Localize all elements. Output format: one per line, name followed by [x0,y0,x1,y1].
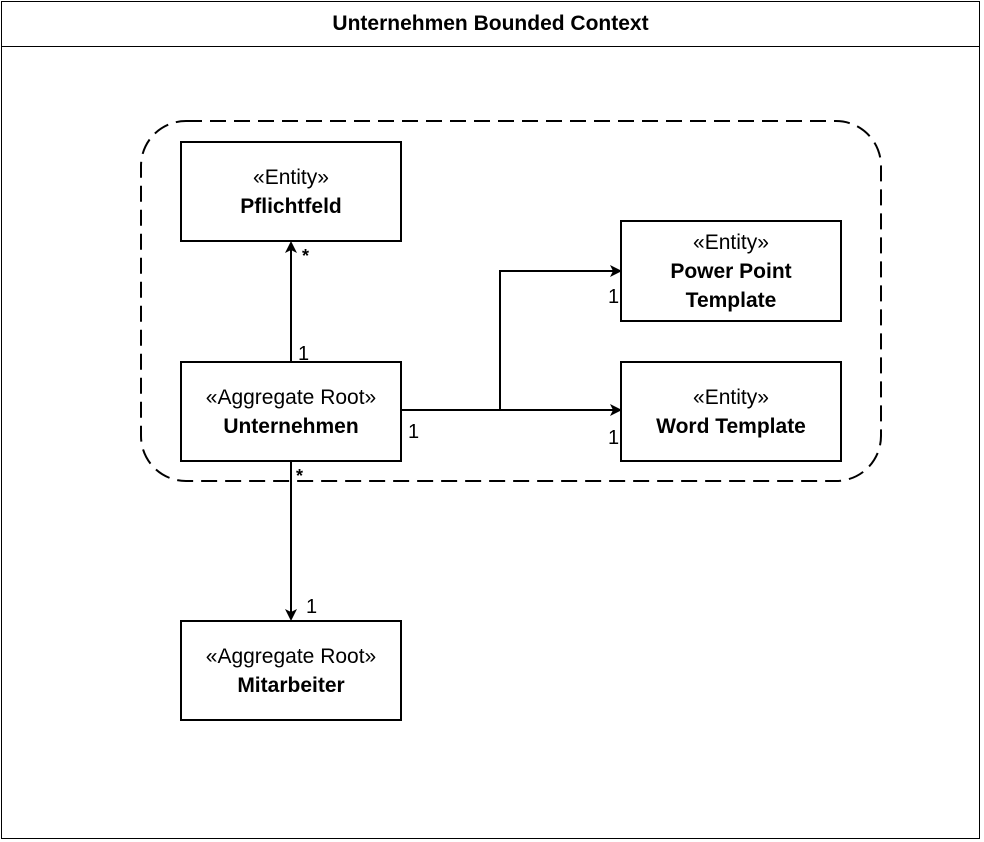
node-name: Mitarbeiter [237,673,345,697]
edge-unternehmen-powerpoint [401,265,622,411]
multiplicity-label: * [302,246,310,266]
diagram-title: Unternehmen Bounded Context [1,1,980,47]
multiplicity-label: 1 [306,596,318,618]
node-stereotype: «Entity» [253,165,329,189]
node-powerpoint-template: «Entity» Power Point Template [620,220,842,322]
node-mitarbeiter: «Aggregate Root» Mitarbeiter [180,620,402,721]
multiplicity-label: 1 [298,343,310,365]
multiplicity-label: 1 [608,286,620,308]
node-stereotype: «Aggregate Root» [205,644,377,668]
node-stereotype: «Entity» [693,230,769,254]
node-unternehmen: «Aggregate Root» Unternehmen [180,361,402,462]
node-name: Pflichtfeld [240,194,342,218]
node-name: Power Point Template [670,259,792,312]
node-name: Unternehmen [223,414,359,438]
node-word-template: «Entity» Word Template [620,361,842,462]
aggregate-boundary [140,120,882,482]
multiplicity-label: * [296,466,304,486]
node-name: Word Template [656,414,806,438]
multiplicity-label: 1 [608,427,620,449]
node-pflichtfeld: «Entity» Pflichtfeld [180,141,402,242]
node-stereotype: «Entity» [693,385,769,409]
node-stereotype: «Aggregate Root» [205,385,377,409]
multiplicity-label: 1 [408,421,420,443]
